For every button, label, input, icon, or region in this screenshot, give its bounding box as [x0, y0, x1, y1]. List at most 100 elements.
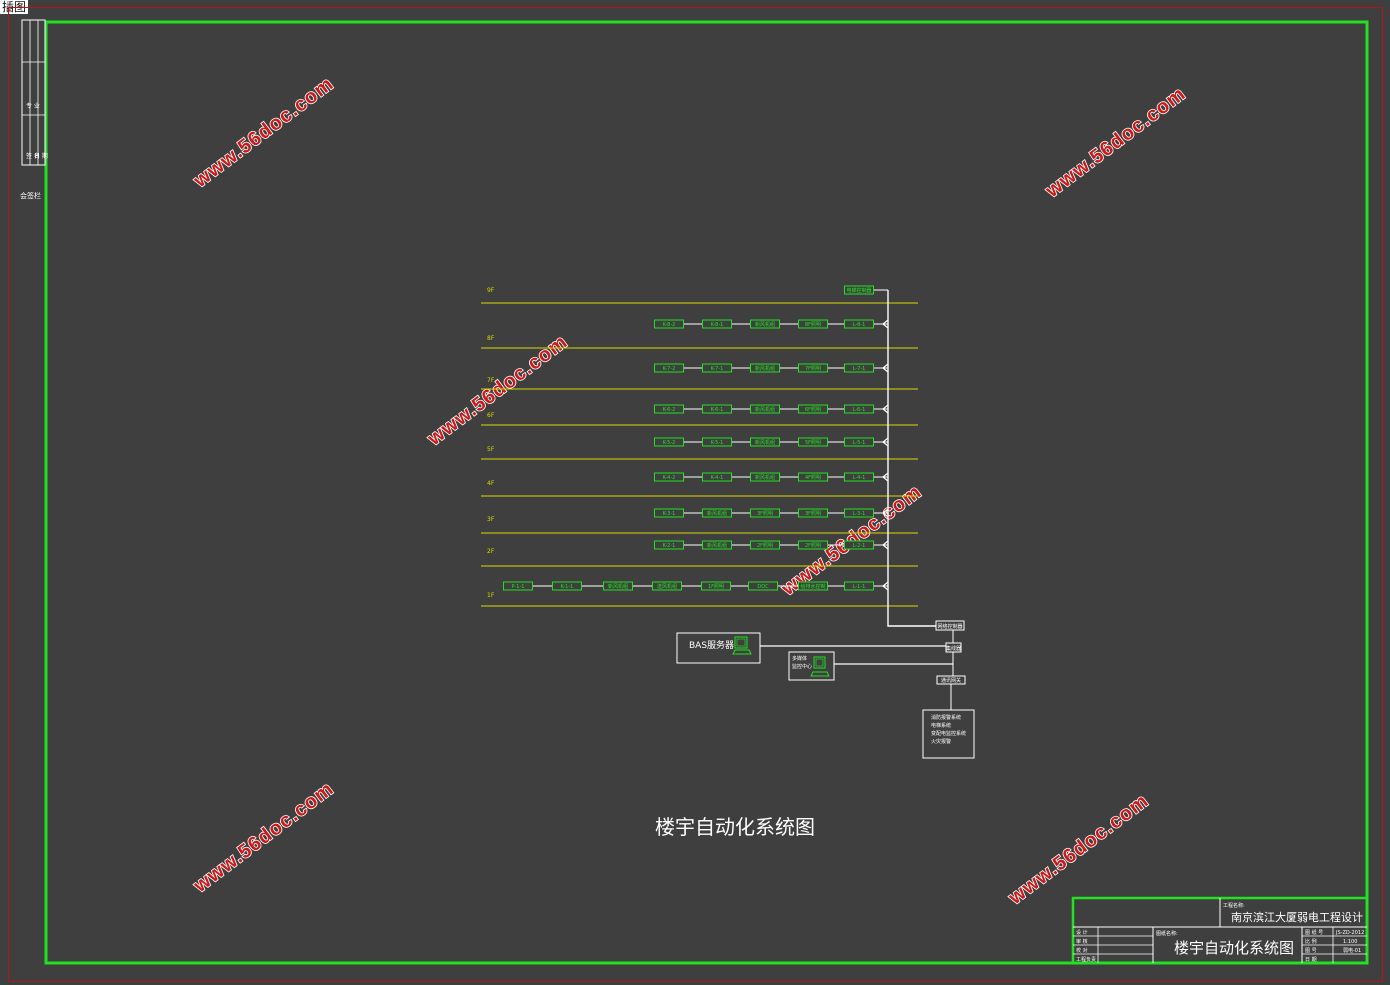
device-label: 1F照明 [708, 584, 724, 590]
trunk-tap [882, 508, 889, 518]
device-label: K-5-2 [663, 440, 676, 446]
floor-label: 9F [487, 287, 495, 294]
system-equipment: 网络控制器 集线器 BAS服务器 多媒体 监控中心 通讯网关 消防报 [676, 290, 975, 759]
device-box [654, 472, 684, 482]
device-label: K-5-1 [711, 440, 724, 446]
device-box [798, 540, 828, 550]
strip-label-date: 日 期 [34, 152, 48, 160]
device-label: P-1-1 [512, 584, 525, 590]
workstation-computer-icon [810, 656, 830, 677]
trunk-tap [882, 404, 889, 414]
device-box [603, 581, 633, 591]
strip-label-sign: 签 名 [26, 152, 40, 160]
device-label: 6F照明 [805, 407, 821, 413]
device-label: L-4-1 [853, 475, 866, 481]
trunk-tap [882, 540, 889, 550]
watermark-bottom-left: www.56doc.com [189, 778, 338, 898]
device-label: K-1-1 [561, 584, 574, 590]
device-label: L-2-1 [853, 543, 866, 549]
device-box [844, 363, 874, 373]
role-label-2: 审 核 [1076, 938, 1088, 945]
device-label: K-6-1 [711, 407, 724, 413]
device-box [750, 363, 780, 373]
device-box [654, 540, 684, 550]
device-label: L-7-1 [853, 366, 866, 372]
device-label: K-6-2 [663, 407, 676, 413]
device-box [844, 437, 874, 447]
device-box [844, 285, 874, 295]
trunk-tap [882, 581, 889, 591]
workstation-line-2: 监控中心 [792, 663, 812, 670]
device-label: 5F照明 [805, 440, 821, 446]
device-box [702, 508, 732, 518]
device-box [798, 404, 828, 414]
device-label: 8F照明 [805, 322, 821, 328]
subsystem-3: 变配电监控系统 [931, 730, 966, 737]
device-box [844, 540, 874, 550]
hub-label: 集线器 [946, 645, 961, 652]
device-label: L-6-1 [853, 407, 866, 413]
project-caption: 工程名称: [1223, 902, 1245, 909]
drawing-caption: 图纸名称: [1156, 930, 1178, 937]
role-label-3: 校 对 [1076, 947, 1088, 954]
device-label: 7F照明 [805, 366, 821, 372]
device-box [702, 540, 732, 550]
gateway-label: 通讯网关 [941, 677, 961, 684]
device-label: K-4-1 [711, 475, 724, 481]
device-box [702, 363, 732, 373]
device-label: 新风机组 [707, 510, 727, 517]
info-label-3: 图 号 [1305, 948, 1317, 954]
device-box [748, 581, 778, 591]
info-label-2: 比 例 [1305, 938, 1317, 945]
floor-label: 3F [487, 516, 495, 523]
role-label-4: 工程负责 [1076, 956, 1096, 963]
device-box [798, 581, 828, 591]
strip-side-label: 会签栏 [20, 191, 41, 200]
info-value-1: JS-ZD-2012 [1335, 930, 1364, 936]
device-box [844, 472, 874, 482]
device-box [654, 508, 684, 518]
left-signature-strip: 专 业 签 名 日 期 会签栏 [20, 19, 48, 200]
outer-frame [8, 7, 1383, 982]
bas-server-box [676, 632, 761, 664]
info-value-2: 1:100 [1343, 939, 1357, 945]
project-name: 南京滨江大厦弱电工程设计 [1231, 910, 1363, 924]
floor-label: 7F [487, 377, 495, 384]
device-label: 新风机组 [707, 542, 727, 549]
device-box [654, 404, 684, 414]
trunk-tap [882, 363, 889, 373]
router-label: 网络控制器 [937, 623, 962, 630]
computer-icon [732, 636, 752, 655]
device-box [750, 404, 780, 414]
drawing-name: 楼宇自动化系统图 [1174, 939, 1294, 957]
device-label: K-7-1 [711, 366, 724, 372]
device-box [750, 540, 780, 550]
watermark-bottom-right: www.56doc.com [1004, 790, 1153, 910]
strip-label-major: 专 业 [26, 102, 40, 110]
device-label: 2F照明 [757, 543, 773, 549]
router-box [935, 620, 965, 631]
device-box [552, 581, 582, 591]
subsystem-4: 火灾报警 [931, 738, 951, 745]
device-label: K-8-2 [663, 322, 676, 328]
bas-server-label: BAS服务器 [689, 639, 734, 651]
workstation-line-1: 多媒体 [792, 655, 807, 662]
device-label: K-2-1 [663, 543, 676, 549]
floor-label: 6F [487, 412, 495, 419]
device-box [503, 581, 533, 591]
device-label: 电梯控制器 [846, 287, 871, 294]
device-label: 3F照明 [757, 511, 773, 517]
floor-label: 1F [487, 592, 495, 599]
device-label: 新风机组 [755, 439, 775, 446]
floor-label: 5F [487, 446, 495, 453]
device-box [654, 363, 684, 373]
floor-label: 8F [487, 335, 495, 342]
watermark-top-right: www.56doc.com [1041, 83, 1190, 203]
subsystems-box [922, 709, 975, 759]
subsystem-1: 消防报警系统 [931, 714, 961, 721]
device-box [702, 472, 732, 482]
device-box [798, 472, 828, 482]
trunk-tap [882, 437, 889, 447]
device-label: 送风机组 [657, 583, 677, 590]
device-label: K-8-1 [711, 322, 724, 328]
